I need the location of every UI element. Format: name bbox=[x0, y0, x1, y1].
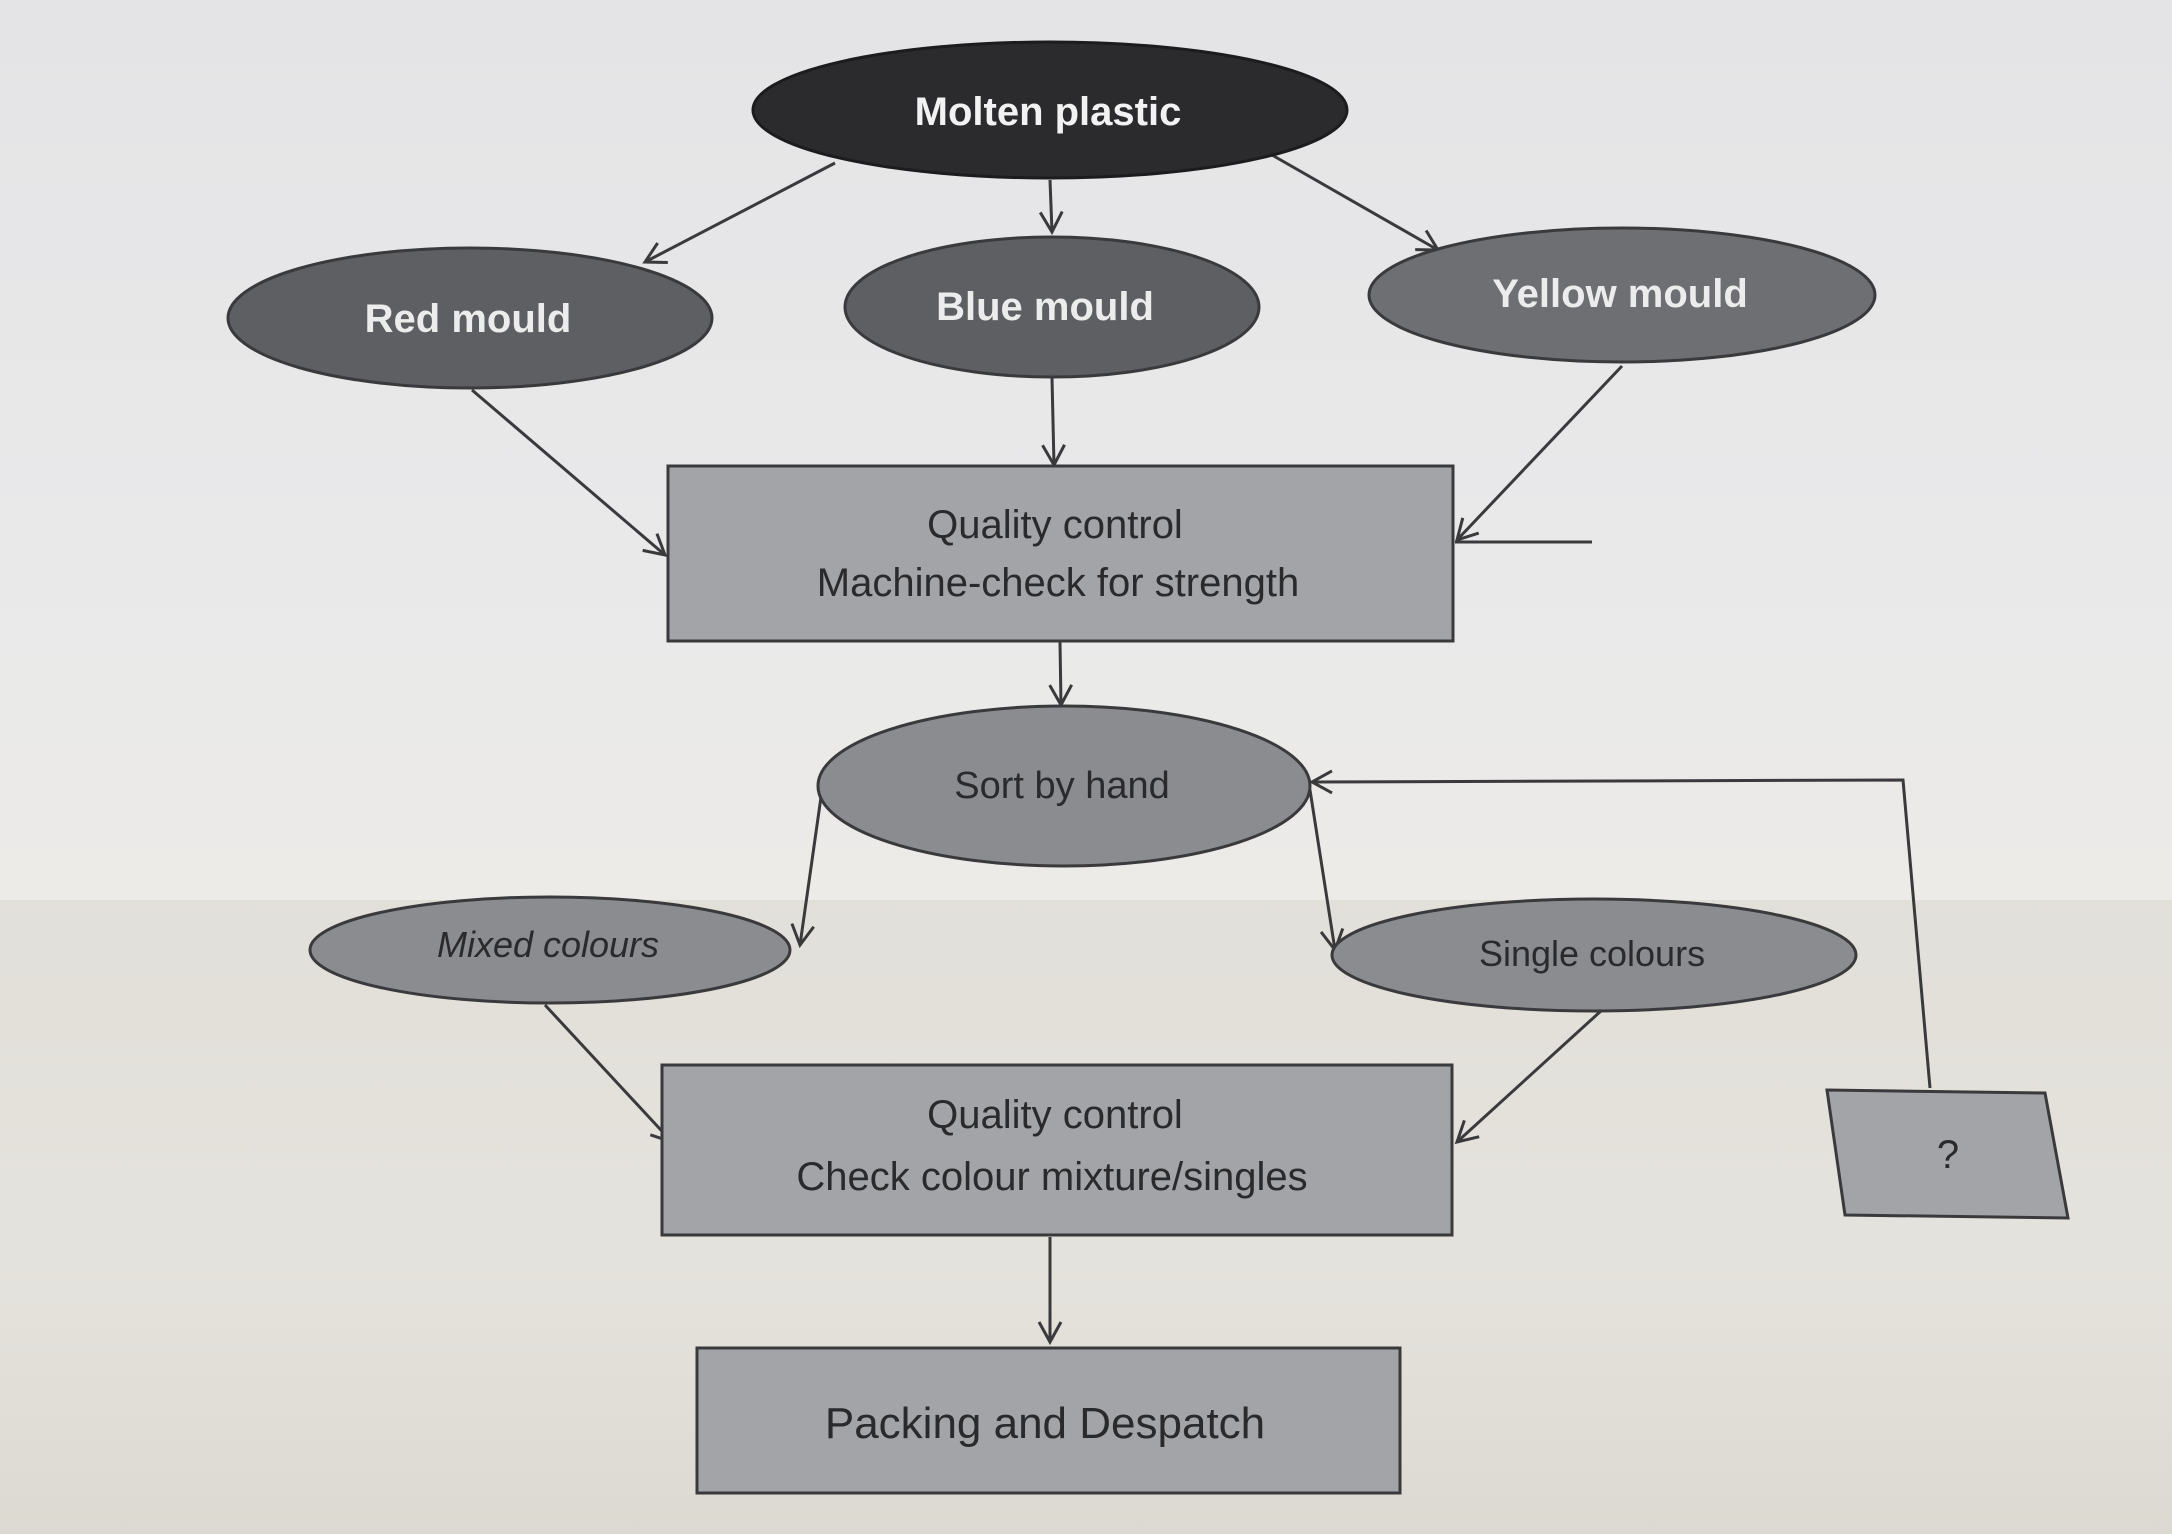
arrow-qc1-to-sort bbox=[1048, 641, 1074, 709]
node-unknown: ? bbox=[1825, 1088, 2070, 1220]
node-yellow-mould: Yellow mould bbox=[1367, 226, 1877, 364]
qc1-subtitle: Machine-check for strength bbox=[817, 561, 1299, 605]
arrow-single-to-qc2 bbox=[1454, 1008, 1604, 1145]
qc1-title: Quality control bbox=[927, 503, 1183, 547]
sort-by-hand-label: Sort by hand bbox=[954, 765, 1169, 807]
node-mixed-colours: Mixed colours bbox=[308, 895, 792, 1005]
node-single-colours: Single colours bbox=[1330, 897, 1858, 1013]
feedback-loop-unknown-to-sort bbox=[1308, 769, 1932, 1089]
red-mould-label: Red mould bbox=[365, 297, 572, 341]
node-molten-plastic: Molten plastic bbox=[751, 40, 1349, 180]
node-quality-control-strength: Quality control Machine-check for streng… bbox=[666, 464, 1455, 643]
unknown-label: ? bbox=[1937, 1133, 1959, 1177]
arrow-molten-to-red bbox=[642, 161, 836, 265]
arrow-sort-to-single bbox=[1308, 789, 1345, 954]
qc2-subtitle: Check colour mixture/singles bbox=[796, 1155, 1307, 1199]
node-blue-mould: Blue mould bbox=[843, 235, 1261, 379]
node-packing-despatch: Packing and Despatch bbox=[695, 1346, 1402, 1495]
mixed-colours-label: Mixed colours bbox=[437, 924, 659, 965]
node-red-mould: Red mould bbox=[226, 246, 714, 390]
blue-mould-label: Blue mould bbox=[936, 285, 1154, 329]
molten-plastic-label: Molten plastic bbox=[915, 90, 1182, 134]
node-quality-control-colour: Quality control Check colour mixture/sin… bbox=[660, 1063, 1454, 1237]
connectors bbox=[471, 153, 1932, 1346]
arrow-molten-to-yellow bbox=[1271, 153, 1441, 252]
arrow-molten-to-blue bbox=[1038, 179, 1064, 236]
node-sort-by-hand: Sort by hand bbox=[816, 704, 1312, 868]
arrow-blue-to-qc1 bbox=[1041, 377, 1066, 469]
yellow-mould-label: Yellow mould bbox=[1492, 272, 1748, 316]
qc2-title: Quality control bbox=[927, 1093, 1183, 1137]
arrow-red-to-qc1 bbox=[471, 388, 668, 558]
arrow-yellow-to-qc1 bbox=[1454, 364, 1624, 543]
arrow-mixed-to-qc2 bbox=[543, 1003, 675, 1145]
packing-despatch-label: Packing and Despatch bbox=[825, 1399, 1265, 1448]
single-colours-label: Single colours bbox=[1479, 933, 1705, 974]
arrow-sort-to-mixed bbox=[790, 789, 824, 949]
